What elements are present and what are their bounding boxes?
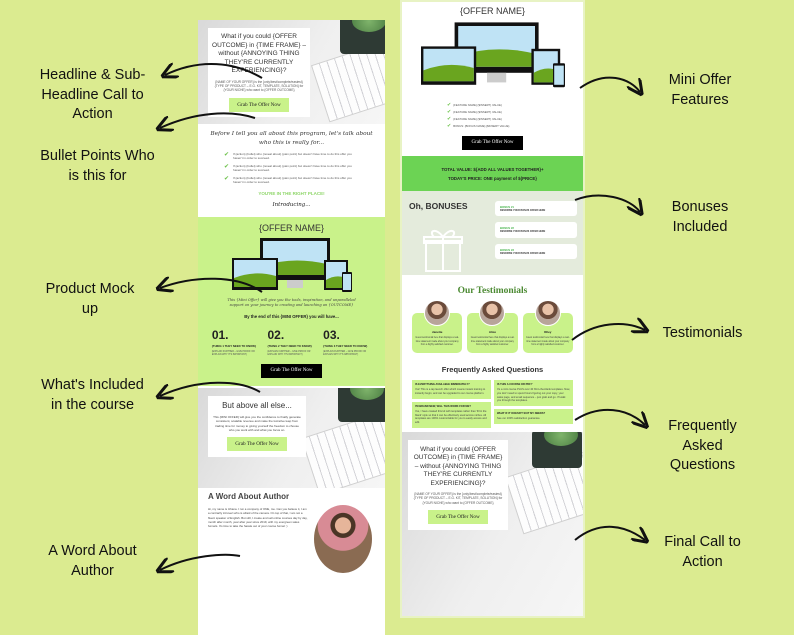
arrow [574,525,645,540]
annotation-headline: Headline & Sub-Headline Call to Action [39,67,146,122]
offer-name: {OFFER NAME} [258,222,324,233]
check-icon: ✔ [224,175,230,182]
bullet-item: ✔If {action} {bullet} who {reveal about}… [224,175,352,184]
grab-offer-button[interactable]: Grab The Offer Now [227,437,287,452]
by-end-text: By the end of this {MINI OFFER} you will… [244,313,339,319]
grab-offer-button[interactable]: Grab The Offer Now [229,97,289,112]
bullet-item: ✔If {action} {bullet} who {reveal about}… [224,151,352,160]
annotation-author: A Word About Author [48,543,137,579]
faq-title: Frequently Asked Questions [441,364,544,374]
device-mockup-image [231,237,352,292]
gift-icon [423,230,463,272]
check-icon: ✔ [447,102,452,108]
todays-price: TODAY'S PRICE: ONE payment of ${PRICE} [448,176,537,181]
feature-list: ✔{FEATURE NAME} {$INSERT} VALUE} ✔{FEATU… [447,102,583,129]
annotation-whats-included: What's Included in the course [41,377,144,413]
right-sales-page: {OFFER NAME} ✔{FEATURE NAME} {$INSERT} V… [400,0,585,618]
faq-item[interactable]: IS THIS A COURSE OR PDF?It's a mini cour… [494,379,573,406]
hero-subtext: {NAME OF YOUR OFFER} is the {only/best/c… [214,79,304,93]
author-photo [314,505,372,574]
hero-section: What if you could {OFFER OUTCOME} in {TI… [198,20,385,124]
author-text: Hi, my name is Ichana. I run a company o… [208,507,308,529]
hero-headline: What if you could {OFFER OUTCOME} in {TI… [212,33,306,74]
final-cta-section: What if you could {OFFER OUTCOME} in {TI… [402,431,583,616]
grab-offer-button[interactable]: Grab The Offer Now [260,364,323,379]
testimonials-title: Our Testimonials [457,286,528,296]
arrow [579,76,640,92]
feature-item: ✔{FEATURE NAME} {$INSERT} VALUE} [447,102,502,108]
feature-item: ✔{FEATURE NAME} {$INSERT} VALUE} [447,116,502,122]
left-sales-page: What if you could {OFFER OUTCOME} in {TI… [198,20,385,635]
check-icon: ✔ [447,123,452,129]
faq-item[interactable]: IS EVERYTHING AVAILABLE IMMEDIATELY?Yes!… [412,379,491,399]
annotation-product-mockup: Product Mock up [45,281,135,317]
offer-section: {OFFER NAME} This {Mini Offer} will give… [198,216,385,387]
check-icon: ✔ [224,151,230,158]
annotation-bullet-points: Bullet Points Who is this for [40,148,155,184]
author-section: A Word About Author Hi, my name is Ichan… [198,488,385,574]
faq-item[interactable]: WHAT IF IT DOESN'T SUIT MY NEEDS?See our… [494,408,573,424]
feature-item: ✔BONUS: {BONUS NAME} {$INSERT VALUE} [447,123,510,129]
check-icon: ✔ [224,163,230,170]
device-mockup-image [420,22,565,88]
author-title: A Word About Author [208,492,290,502]
testimonial-avatar [479,300,506,326]
included-item: 03.{THING 3 THEY NEED TO KNOW}{EXPLAIN F… [323,327,368,356]
check-icon: ✔ [447,116,452,122]
above-all-title: But above all else... [222,401,292,411]
included-item: 01.{THING 1 THEY NEED TO KNOW}{EXPLAIN F… [211,327,257,356]
testimonial-avatar [534,300,561,326]
grab-offer-button[interactable]: Grab The Offer Now [428,510,488,525]
arrow [574,408,645,425]
final-headline: What if you could {OFFER OUTCOME} in {TI… [413,445,503,487]
offer-name: {OFFER NAME} [459,6,525,16]
annotation-bonuses: Bonuses Included [671,199,729,235]
faq-item[interactable]: I'M BRAND NEW, WILL THIS WORK FOR ME?Yes… [412,401,491,428]
mini-offer-section: {OFFER NAME} ✔{FEATURE NAME} {$INSERT} V… [402,2,583,156]
right-place-text: YOU'RE IN THE RIGHT PLACE! [258,190,325,196]
testimonial-avatar [424,300,451,326]
who-headline: Before I tell you all about this program… [210,130,373,146]
feature-item: ✔{FEATURE NAME} {$INSERT} VALUE} [447,109,502,115]
annotation-testimonials: Testimonials [662,325,743,341]
faq-section: Frequently Asked Questions IS EVERYTHING… [402,357,583,432]
price-banner: TOTAL VALUE: ${ADD ALL VALUES TOGETHER}+… [402,156,583,191]
introducing-text: Introducing... [272,201,311,208]
grab-offer-button[interactable]: Grab The Offer Now [461,136,524,150]
bullet-item: ✔If {action} {bullet} who {reveal about}… [224,163,352,172]
check-icon: ✔ [447,109,452,115]
included-items: 01.{THING 1 THEY NEED TO KNOW}{EXPLAIN F… [208,328,375,357]
included-item: 02.{THING 2 THEY NEED TO KNOW}{EXPLAIN F… [267,327,312,356]
final-subtext: {NAME OF YOUR OFFER} is the {only/best/c… [413,492,503,505]
who-section: Before I tell you all about this program… [198,124,385,217]
above-all-text: This {MINI OFFER} will give you the conf… [213,415,301,432]
annotation-mini-offer-features: Mini Offer Features [668,72,732,108]
bonuses-title: Oh, BONUSES [409,201,468,211]
offer-description: This {Mini Offer} will give you the tool… [227,297,356,307]
annotation-faq: Frequently Asked Questions [668,418,737,473]
above-all-section: But above all else... This {MINI OFFER} … [198,388,385,489]
total-value: TOTAL VALUE: ${ADD ALL VALUES TOGETHER}+ [441,167,544,172]
annotation-final-cta: Final Call to Action [664,534,741,570]
